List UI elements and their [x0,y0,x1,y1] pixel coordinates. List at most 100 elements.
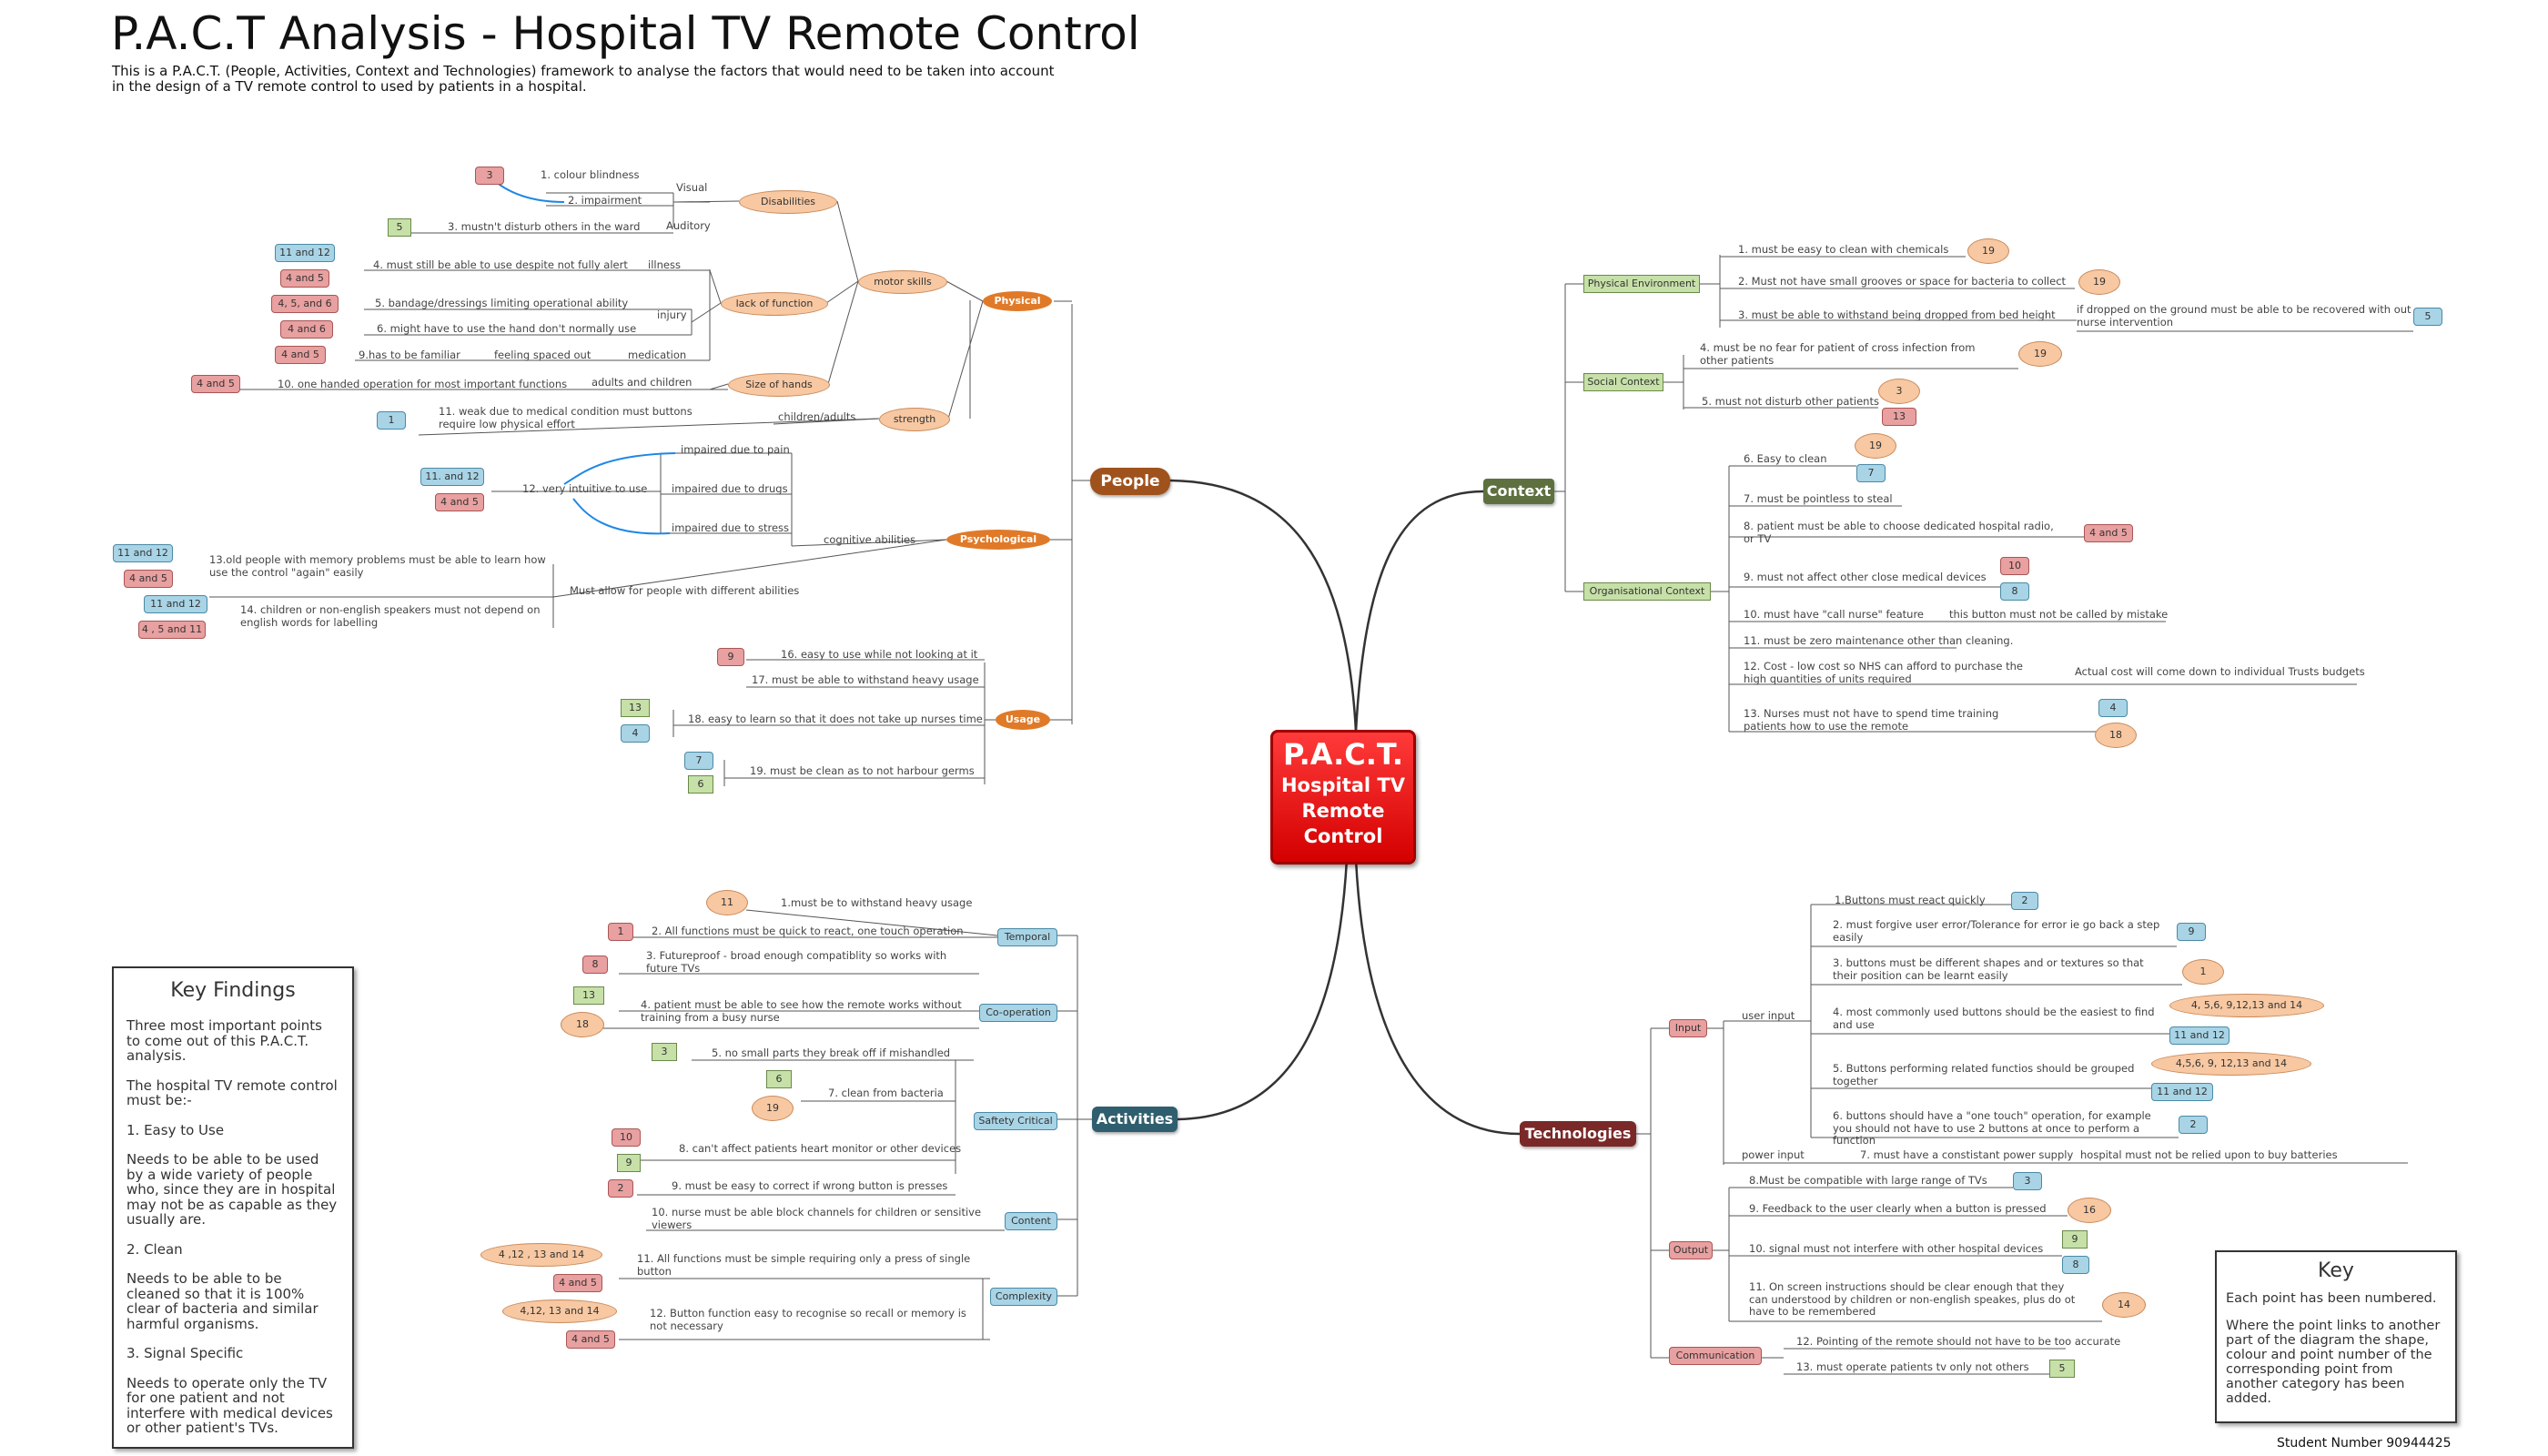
tech-communication[interactable]: Communication [1669,1347,1762,1365]
tech-input[interactable]: Input [1669,1019,1707,1037]
org-point-10: 10. must have "call nurse" feature [1744,608,1925,621]
badge-blue: 3 [2013,1172,2042,1190]
people-psychological-node[interactable]: Psychological [946,530,1050,550]
people-point-5: 5. bandage/dressings limiting operationa… [375,297,629,309]
connector [418,418,880,436]
connector [563,452,676,485]
activity-point-2: 2. All functions must be quick to react,… [652,925,964,937]
people-usage-node[interactable]: Usage [996,710,1050,730]
hub-context[interactable]: Context [1483,479,1554,504]
motor-skills-node[interactable]: motor skills [858,270,947,294]
badge-blue: 2 [2179,1116,2208,1134]
activities-cooperation[interactable]: Co-operation [979,1004,1057,1022]
key-finding-3-text: Needs to operate only the TV for one pat… [126,1374,333,1436]
usage-point-19: 19. must be clean as to not harbour germ… [750,764,975,777]
org-point-9: 9. must not affect other close medical d… [1744,571,1987,583]
different-abilities-label: Must allow for people with different abi… [570,584,800,597]
context-point-3b: if dropped on the ground must be able to… [2077,303,2412,329]
central-line-4: Control [1303,825,1383,847]
tech-point-9: 9. Feedback to the user clearly when a b… [1749,1202,2047,1215]
auditory-label: Auditory [666,219,711,232]
badge-red: 2 [608,1179,633,1198]
activities-safety-critical[interactable]: Saftety Critical [974,1112,1057,1130]
connector [1354,858,1521,1136]
activities-temporal[interactable]: Temporal [997,928,1057,946]
hub-activities[interactable]: Activities [1092,1107,1178,1132]
tech-point-7: 7. must have a constistant power supply [1860,1148,2074,1161]
people-point-10: 10. one handed operation for most import… [278,378,568,390]
user-input-label: user input [1742,1009,1795,1022]
badge-blue: 2 [2011,892,2038,910]
badge-red: 1 [608,923,633,941]
key-findings-title: Key Findings [170,979,296,1002]
key-finding-2-heading: 2. Clean [126,1240,183,1258]
activities-complexity[interactable]: Complexity [990,1288,1057,1306]
tech-point-6: 6. buttons should have a "one touch" ope… [1833,1109,2151,1147]
org-point-6: 6. Easy to clean [1744,452,1827,465]
people-point-3: 3. mustn't disturb others in the ward [448,220,641,233]
badge-red: 4 and 5 [553,1274,602,1292]
badge-green: 3 [652,1043,677,1061]
badge-blue: 4 [621,724,650,743]
badge-orange: 19 [752,1096,794,1121]
badge-orange: 19 [2018,341,2062,367]
context-physical-environment[interactable]: Physical Environment [1583,275,1700,293]
context-point-3: 3. must be able to withstand being dropp… [1738,308,2056,321]
connector [947,300,984,420]
badge-red: 4 and 5 [124,570,173,588]
badge-red: 4 and 5 [275,346,326,364]
activity-point-10: 10. nurse must be able block channels fo… [652,1206,982,1231]
central-node[interactable]: P.A.C.T. Hospital TV Remote Control [1270,730,1416,864]
badge-orange: 3 [1878,379,1920,404]
badge-blue: 11 and 12 [2169,1026,2230,1045]
people-point-13: 13.old people with memory problems must … [209,553,546,579]
key-text-1: Each point has been numbered. [2226,1291,2437,1306]
tech-point-4: 4. most commonly used buttons should be … [1833,1006,2155,1031]
tech-point-13: 13. must operate patients tv only not ot… [1796,1360,2029,1373]
people-point-1: 1. colour blindness [541,168,640,181]
disabilities-node[interactable]: Disabilities [739,190,837,214]
context-point-5: 5. must not disturb other patients [1702,395,1879,408]
org-point-11: 11. must be zero maintenance other than … [1744,634,2014,647]
people-point-9: 9.has to be familiar [359,349,460,361]
lack-of-function-node[interactable]: lack of function [721,292,828,316]
badge-orange: 18 [561,1012,604,1037]
people-physical-node[interactable]: Physical [983,291,1052,311]
key-panel: Key Each point has been numbered. Where … [2215,1250,2457,1423]
context-social[interactable]: Social Context [1583,373,1663,391]
connector [709,383,729,390]
feeling-label: feeling spaced out [494,349,592,361]
badge-red: 9 [717,648,744,666]
badge-red: 10 [2000,557,2029,575]
visual-label: Visual [676,181,708,194]
badge-red: 4, 5, and 6 [271,295,339,313]
badge-blue: 8 [2062,1256,2089,1274]
activity-point-1: 1.must be to withstand heavy usage [781,896,973,909]
impaired-drugs-label: impaired due to drugs [672,482,788,495]
tech-output[interactable]: Output [1669,1241,1713,1259]
badge-blue: 1 [377,411,406,430]
activity-point-3: 3. Futureproof - broad enough compatibli… [646,949,947,975]
badge-orange: 11 [706,890,748,915]
activities-content[interactable]: Content [1005,1212,1057,1230]
connector [745,909,998,936]
strength-node[interactable]: strength [879,408,950,431]
key-findings-panel: Key Findings Three most important points… [112,966,354,1449]
tech-point-5: 5. Buttons performing related functios s… [1833,1062,2135,1087]
size-of-hands-node[interactable]: Size of hands [728,373,830,397]
tech-point-7b: hospital must not be relied upon to buy … [2080,1148,2338,1161]
badge-blue: 11 and 12 [113,544,173,562]
tech-point-1: 1.Buttons must react quickly [1835,894,1986,906]
badge-red: 4 and 5 [2084,524,2133,542]
context-organisational[interactable]: Organisational Context [1583,582,1711,601]
badge-green: 9 [617,1154,641,1172]
badge-orange: 19 [1855,433,1896,459]
context-point-4: 4. must be no fear for patient of cross … [1700,341,1976,367]
badge-blue: 4 [2098,699,2128,717]
connector [791,539,947,547]
activity-point-8: 8. can't affect patients heart monitor o… [679,1142,962,1155]
central-line-2: Hospital TV [1280,774,1406,796]
hub-people[interactable]: People [1090,468,1170,495]
connector [552,539,947,598]
hub-technologies[interactable]: Technologies [1520,1121,1636,1147]
